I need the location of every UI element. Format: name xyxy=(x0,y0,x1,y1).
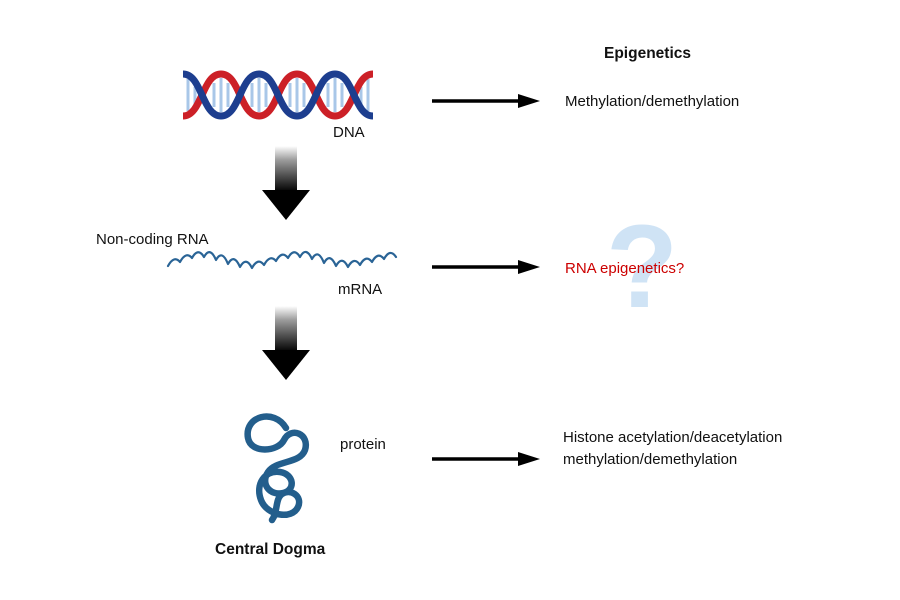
dna-label: DNA xyxy=(333,124,365,141)
protein-annotation-line2: methylation/demethylation xyxy=(563,451,738,468)
down-arrow-icon xyxy=(262,306,310,380)
epigenetics-heading: Epigenetics xyxy=(604,45,691,62)
dna-rungs xyxy=(186,78,370,112)
dna-helix-illustration xyxy=(183,70,373,120)
noncoding-rna-label: Non-coding RNA xyxy=(96,231,209,248)
mrna-wave-illustration xyxy=(166,250,398,270)
right-arrow-icon xyxy=(432,94,540,108)
question-mark-glyph: ? xyxy=(606,201,679,333)
right-arrow-icon xyxy=(432,260,540,274)
right-arrow-icon xyxy=(432,452,540,466)
protein-annotation-line1: Histone acetylation/deacetylation xyxy=(563,429,783,446)
protein-illustration xyxy=(244,413,310,524)
mrna-label: mRNA xyxy=(338,281,383,298)
dna-annotation: Methylation/demethylation xyxy=(565,93,740,110)
rna-annotation: RNA epigenetics? xyxy=(565,260,685,277)
central-dogma-heading: Central Dogma xyxy=(215,541,326,558)
down-arrow-icon xyxy=(262,146,310,220)
protein-label: protein xyxy=(340,436,386,453)
protein-annotation: Histone acetylation/deacetylation methyl… xyxy=(563,427,782,471)
dna-strand-blue xyxy=(183,70,373,120)
